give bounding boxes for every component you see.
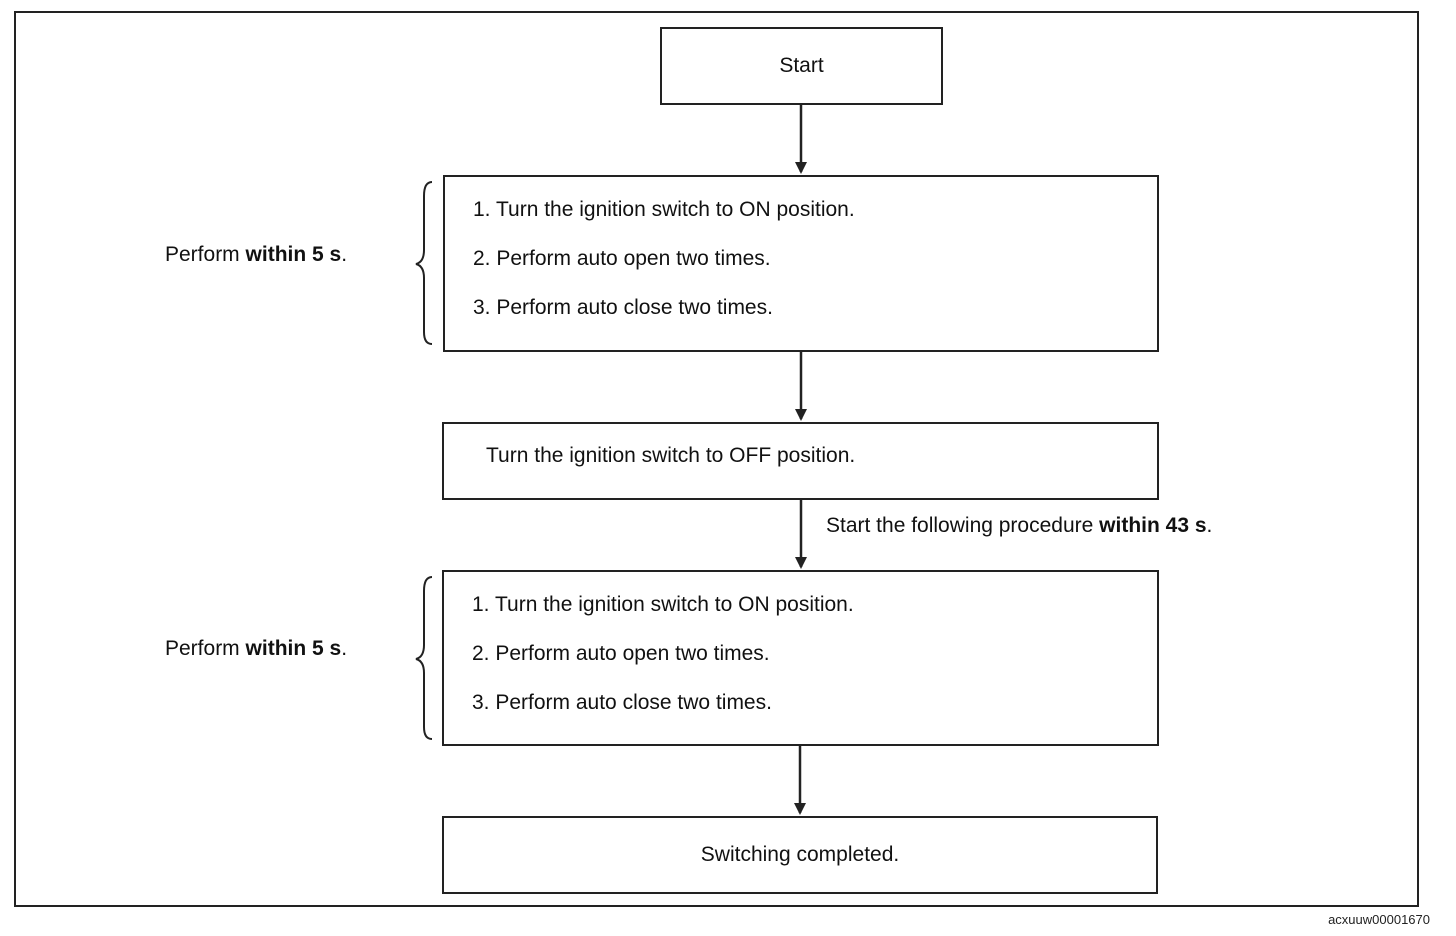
start-node: Start xyxy=(660,27,943,105)
note-prefix: Perform xyxy=(165,637,240,660)
ignition-off-label: Turn the ignition switch to OFF position… xyxy=(486,444,856,467)
step-text: 3. Perform auto close two times. xyxy=(472,691,772,714)
completed-label: Switching completed. xyxy=(700,843,900,866)
timer-suffix: . xyxy=(1206,514,1213,537)
step-text: 1. Turn the ignition switch to ON positi… xyxy=(473,198,855,221)
note-bold: within 5 s xyxy=(245,637,342,660)
time-limit-note-2: Perform within 5 s. xyxy=(165,637,347,661)
diagram-frame xyxy=(14,11,1419,907)
note-suffix: . xyxy=(341,243,348,266)
note-prefix: Perform xyxy=(165,243,240,266)
time-limit-note-1: Perform within 5 s. xyxy=(165,243,347,267)
step-text: 2. Perform auto open two times. xyxy=(473,247,771,270)
steps-node-2: 1. Turn the ignition switch to ON positi… xyxy=(442,570,1159,746)
start-label: Start xyxy=(779,54,824,77)
note-suffix: . xyxy=(341,637,348,660)
step-text: 1. Turn the ignition switch to ON positi… xyxy=(472,593,854,616)
step-text: 2. Perform auto open two times. xyxy=(472,642,770,665)
completed-node: Switching completed. xyxy=(442,816,1158,894)
note-bold: within 5 s xyxy=(245,243,342,266)
ignition-off-node: Turn the ignition switch to OFF position… xyxy=(442,422,1159,500)
timer-prefix: Start the following procedure xyxy=(826,514,1094,537)
timer-bold: within 43 s xyxy=(1099,514,1207,537)
step-text: 3. Perform auto close two times. xyxy=(473,296,773,319)
steps-node-1: 1. Turn the ignition switch to ON positi… xyxy=(443,175,1159,352)
figure-id: acxuuw00001670 xyxy=(1328,912,1430,927)
timer-note: Start the following procedure within 43 … xyxy=(826,514,1212,538)
